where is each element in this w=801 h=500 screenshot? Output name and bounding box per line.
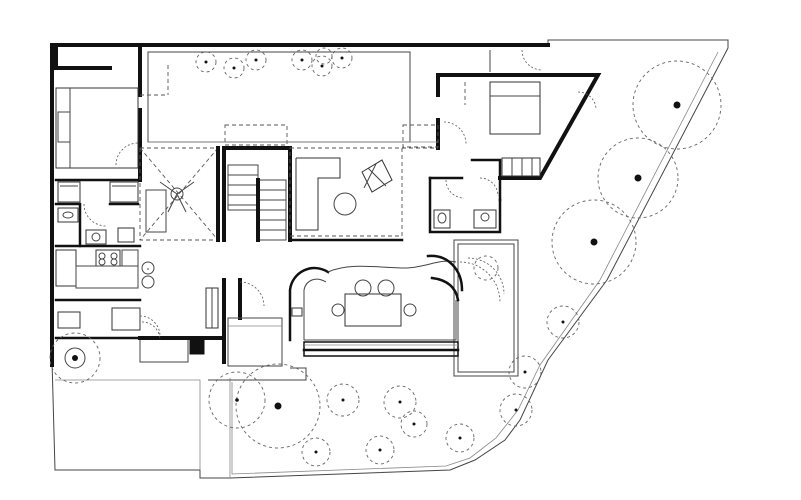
bedroom-right (464, 49, 597, 202)
bedroom-left (54, 87, 142, 203)
courtyard (140, 51, 439, 148)
kitchen-island (288, 254, 464, 342)
trees (49, 47, 722, 467)
entry-corridor (138, 278, 307, 381)
living-room (289, 121, 467, 237)
bench-south (302, 341, 460, 357)
kitchen-left (54, 249, 161, 340)
site-boundary (51, 39, 729, 479)
atrium (139, 146, 292, 242)
bathroom-right (428, 176, 502, 234)
bathroom-left (54, 202, 142, 248)
deck-right (453, 239, 519, 377)
staircase (227, 146, 292, 242)
hall-steps (147, 238, 404, 270)
exterior-walls (50, 43, 602, 367)
